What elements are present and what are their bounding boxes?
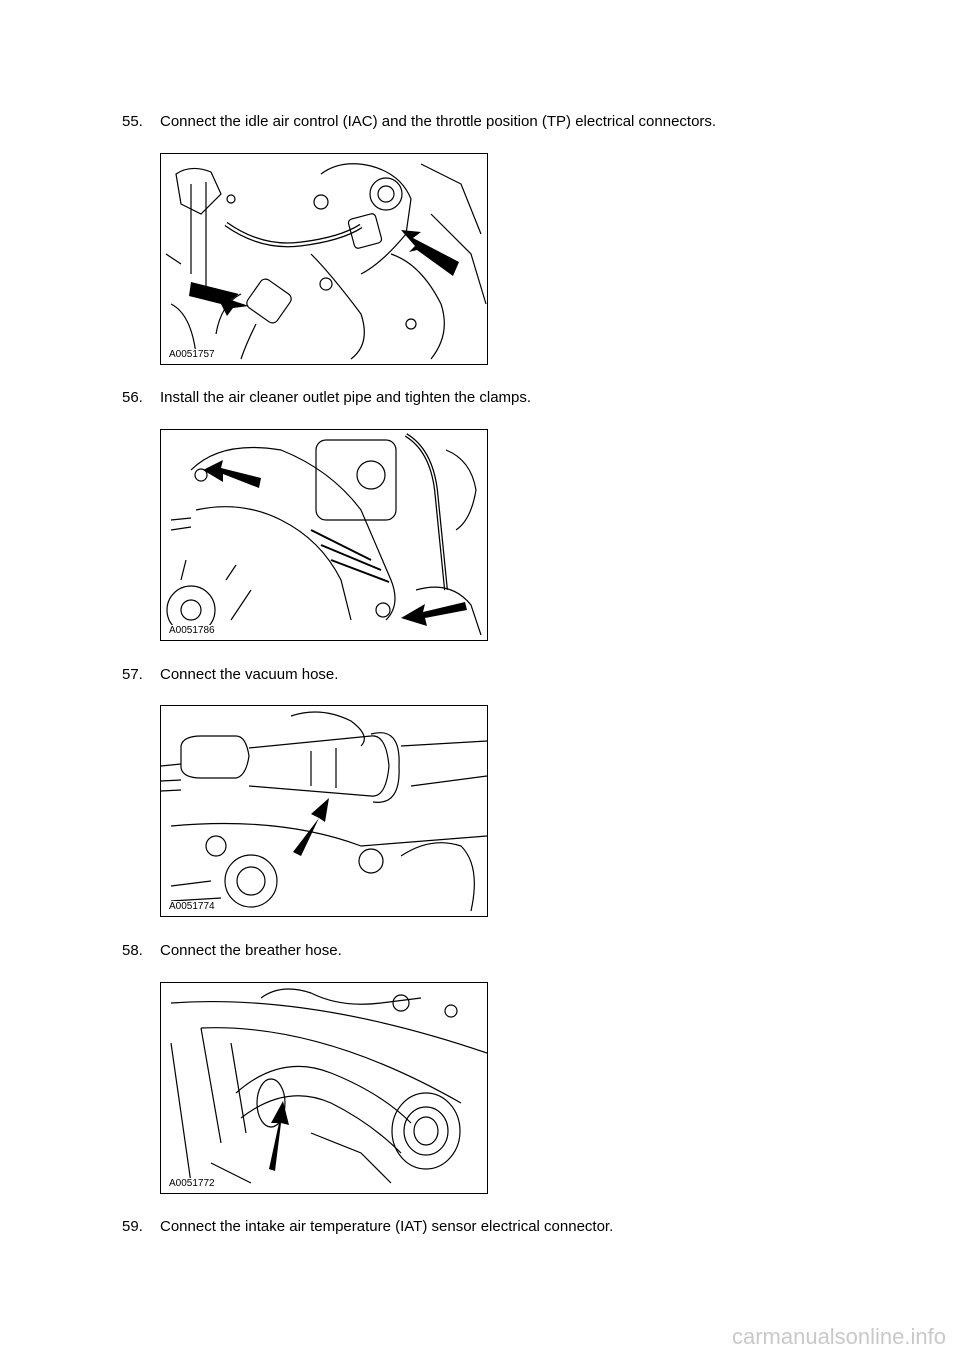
breather-hose-illustration <box>170 988 487 1184</box>
step-text: Connect the vacuum hose. <box>160 666 339 683</box>
step-text: Install the air cleaner outlet pipe and … <box>160 389 532 406</box>
step-number: 59. <box>122 1218 143 1235</box>
figure-id: A0051786 <box>168 625 216 636</box>
air-cleaner-outlet-pipe-illustration <box>166 433 482 636</box>
step-text: Connect the breather hose. <box>160 942 342 959</box>
step-number: 58. <box>122 942 143 959</box>
figure-id: A0051774 <box>168 901 216 912</box>
step-number: 55. <box>122 113 143 130</box>
figure-a0051774: A0051774 <box>160 705 488 917</box>
vacuum-hose-illustration <box>161 711 487 912</box>
step-text: Connect the intake air temperature (IAT)… <box>160 1218 614 1235</box>
figure-id: A0051757 <box>168 349 216 360</box>
step-text: Connect the idle air control (IAC) and t… <box>160 113 717 130</box>
figure-a0051757: A0051757 <box>160 153 488 365</box>
watermark: carmanualsonline.info <box>731 1324 946 1349</box>
step-number: 56. <box>122 389 143 406</box>
figure-a0051786: A0051786 <box>160 429 488 641</box>
figure-a0051772: A0051772 <box>160 982 488 1194</box>
step-number: 57. <box>122 666 143 683</box>
iac-tp-connectors-illustration <box>165 163 487 360</box>
figure-id: A0051772 <box>168 1178 216 1189</box>
